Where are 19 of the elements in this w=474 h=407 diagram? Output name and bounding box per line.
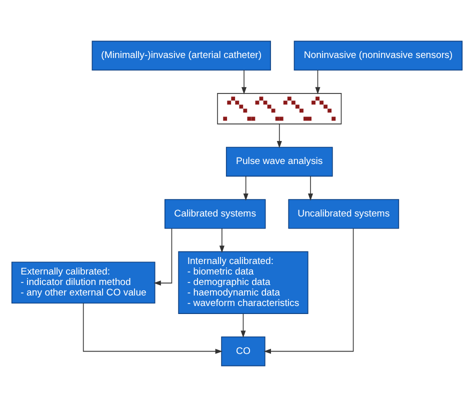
arrow (308, 176, 314, 201)
picture (217, 93, 342, 124)
node-box: Externally calibrated: - indicator dilution method - any other external CO value (11, 262, 156, 304)
node-box: Pulse wave analysis (226, 146, 333, 177)
node-box: CO (221, 336, 266, 366)
arrow (276, 124, 282, 148)
node-box: Noninvasive (noninvasive sensors) (294, 40, 463, 71)
arrow (264, 228, 354, 354)
node-box: (Minimally-)invasive (arterial catheter) (92, 40, 271, 71)
arrow (240, 313, 246, 338)
arrow (82, 302, 223, 354)
node-box: Internally calibrated: - biometric data - demographic data - haemodynamic data - waveform characteristics (178, 251, 308, 314)
arrow (243, 176, 248, 201)
arrow (242, 70, 247, 94)
arrow (154, 228, 172, 286)
arrow (315, 70, 320, 94)
arrow (219, 228, 224, 253)
node-box: Uncalibrated systems (288, 199, 400, 229)
node-box: Calibrated systems (164, 199, 266, 229)
